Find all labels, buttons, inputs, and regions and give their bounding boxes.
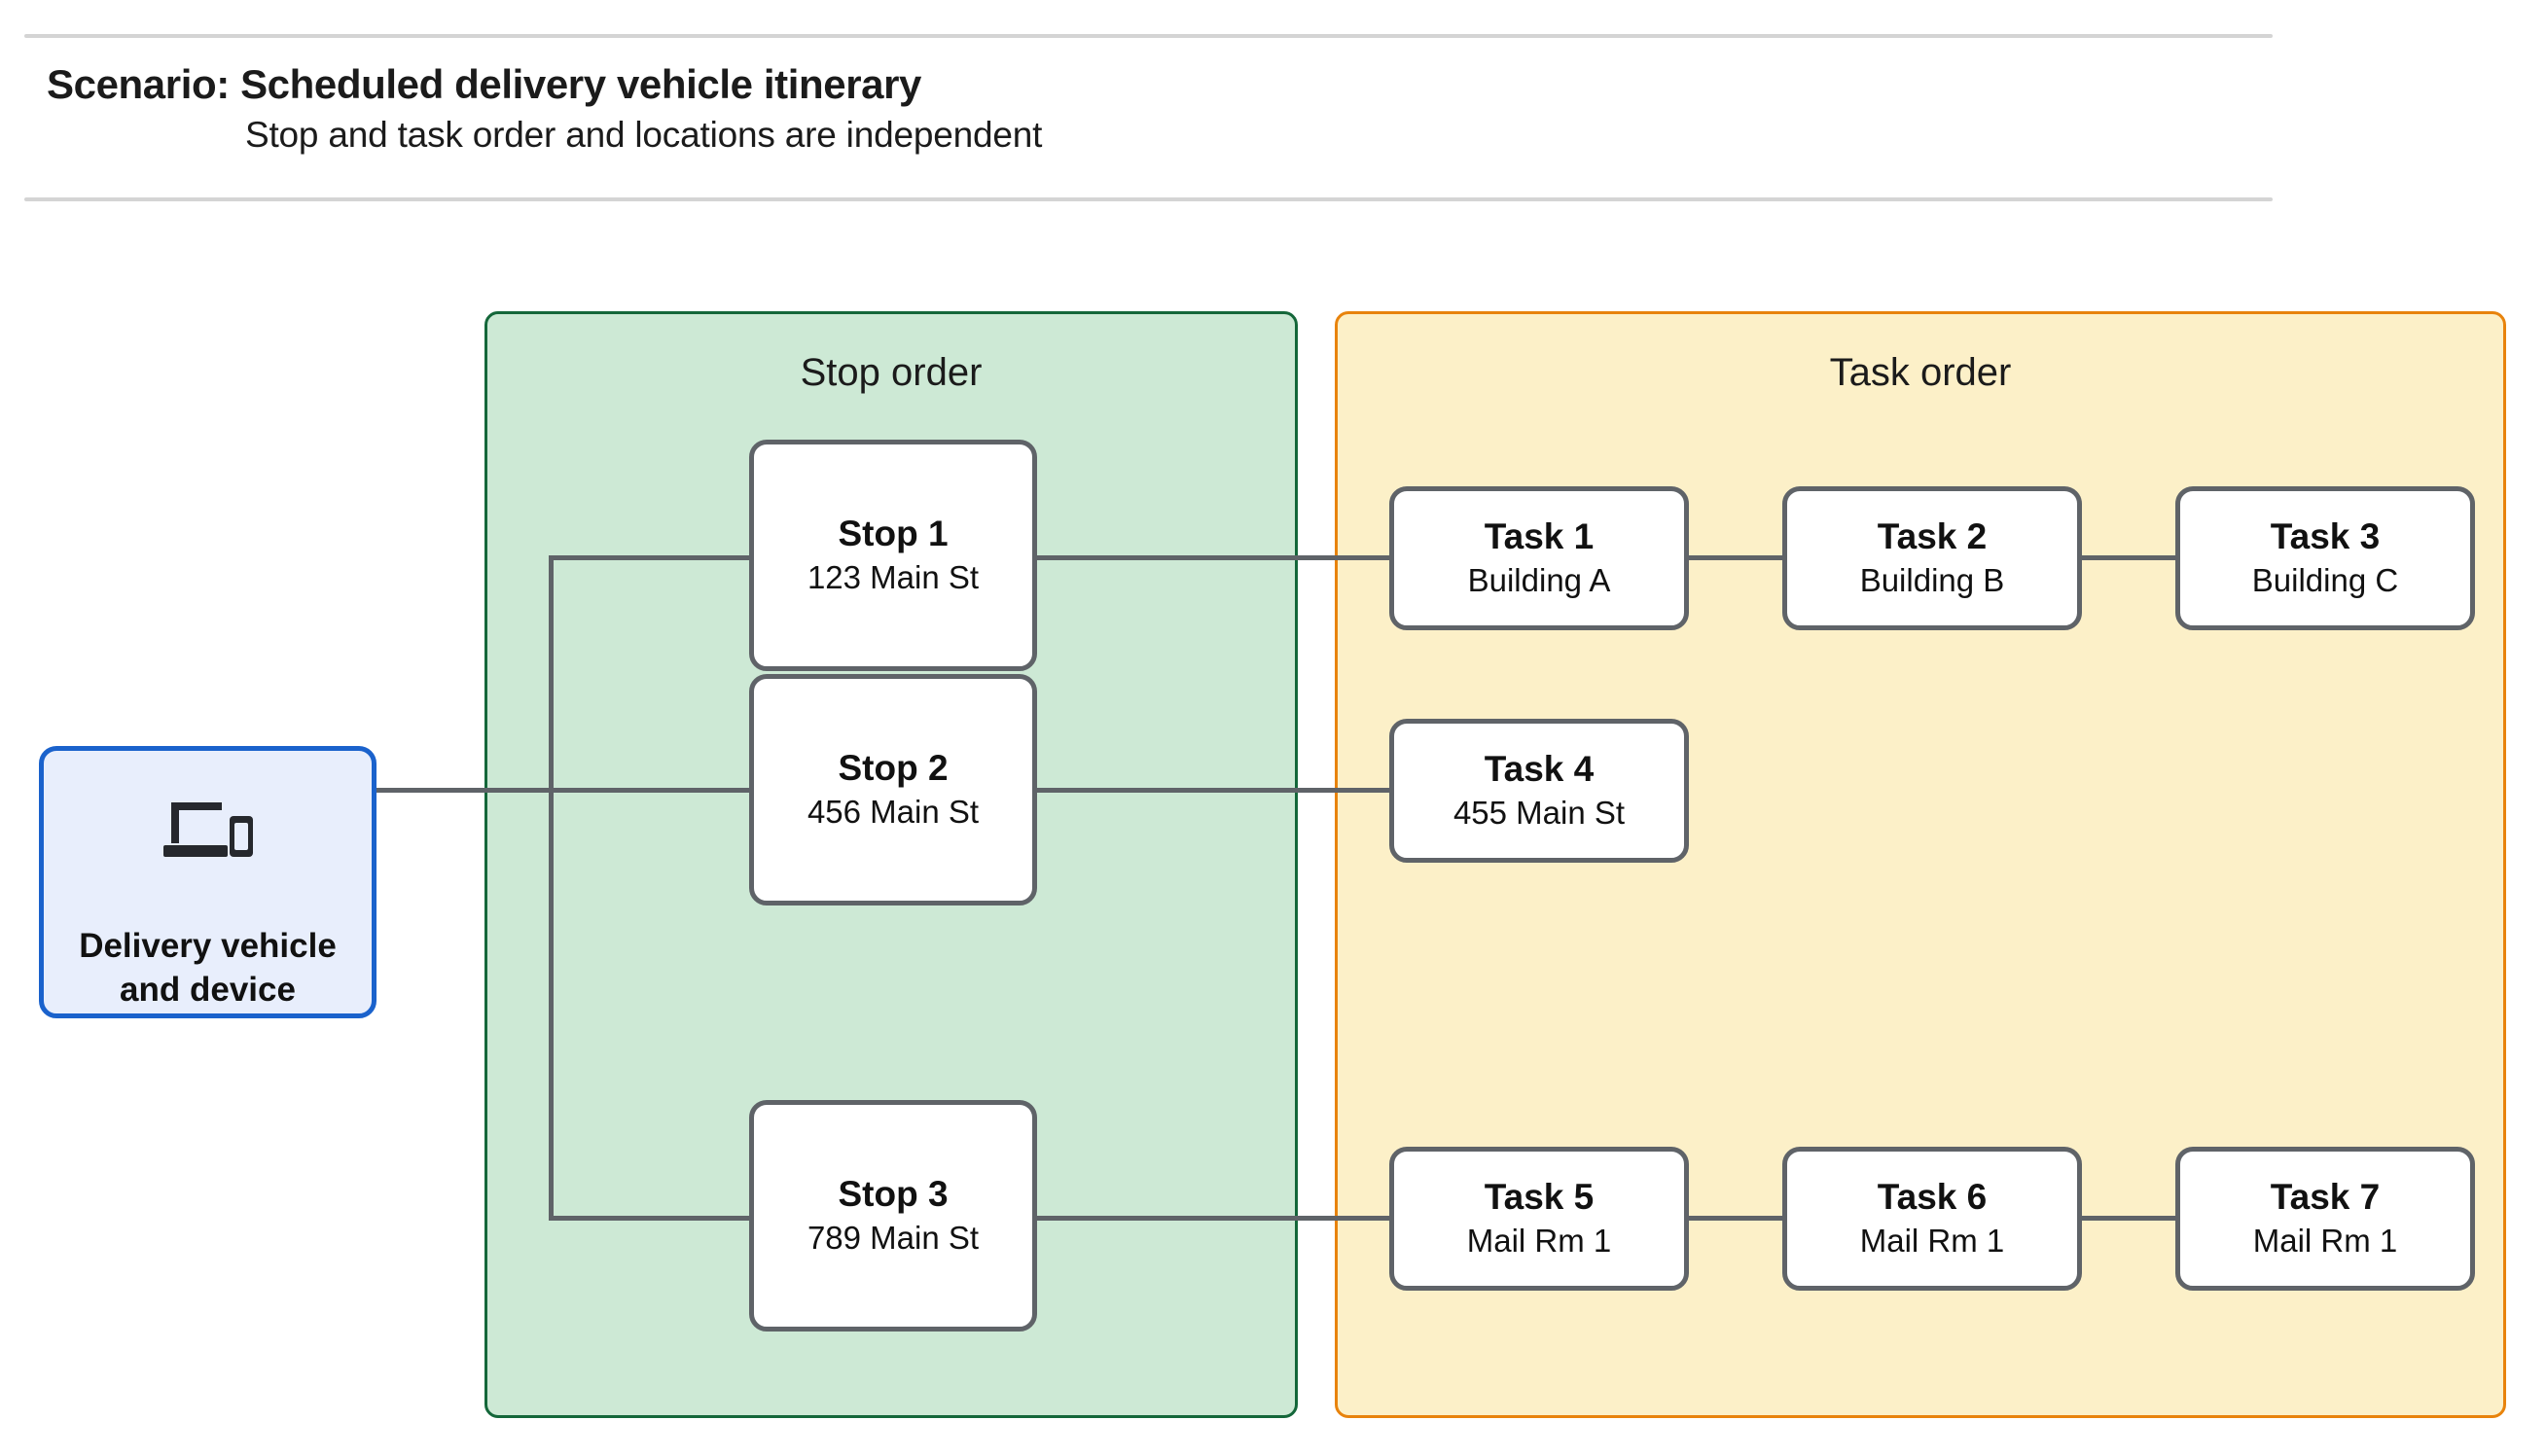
connector-trunk-to-stop-2 <box>549 788 753 793</box>
stop-node-title: Stop 3 <box>838 1173 949 1214</box>
task-node-title: Task 7 <box>2270 1176 2381 1217</box>
page-title: Scenario: Scheduled delivery vehicle iti… <box>47 61 921 107</box>
task-node-5[interactable]: Task 5 Mail Rm 1 <box>1389 1147 1689 1291</box>
task-node-4[interactable]: Task 4 455 Main St <box>1389 719 1689 863</box>
task-node-location: 455 Main St <box>1452 795 1626 832</box>
task-node-location: Mail Rm 1 <box>1859 1223 2005 1260</box>
task-node-title: Task 1 <box>1484 515 1595 556</box>
connector-task-2-to-task-3 <box>2076 555 2177 560</box>
task-node-title: Task 3 <box>2270 515 2381 556</box>
task-node-title: Task 2 <box>1877 515 1988 556</box>
connector-trunk-to-stop-1 <box>549 555 753 560</box>
stop-node-2[interactable]: Stop 2 456 Main St <box>749 674 1037 906</box>
task-node-location: Building A <box>1467 562 1611 599</box>
stop-node-1[interactable]: Stop 1 123 Main St <box>749 440 1037 671</box>
task-node-title: Task 4 <box>1484 748 1595 789</box>
task-node-title: Task 6 <box>1877 1176 1988 1217</box>
connector-task-6-to-task-7 <box>2076 1216 2177 1221</box>
connector-trunk-to-stop-3 <box>549 1216 753 1221</box>
delivery-vehicle-card[interactable]: Delivery vehicle and device <box>39 746 377 1018</box>
connector-task-1-to-task-2 <box>1683 555 1784 560</box>
delivery-vehicle-label: Delivery vehicle and device <box>79 927 337 1009</box>
stop-node-location: 789 Main St <box>807 1220 980 1257</box>
header-divider-bottom <box>24 197 2273 201</box>
task-node-location: Mail Rm 1 <box>1466 1223 1612 1260</box>
task-node-location: Building C <box>2251 562 2399 599</box>
stop-node-title: Stop 1 <box>838 513 949 553</box>
task-node-1[interactable]: Task 1 Building A <box>1389 486 1689 630</box>
connector-stop-2-to-task-4 <box>1031 788 1393 793</box>
stop-order-title: Stop order <box>800 351 983 394</box>
task-node-title: Task 5 <box>1484 1176 1595 1217</box>
task-node-7[interactable]: Task 7 Mail Rm 1 <box>2175 1147 2475 1291</box>
page-subtitle: Stop and task order and locations are in… <box>245 115 1043 155</box>
task-node-location: Building B <box>1859 562 2005 599</box>
task-order-title: Task order <box>1829 351 2012 394</box>
task-node-location: Mail Rm 1 <box>2252 1223 2398 1260</box>
devices-icon <box>161 795 255 865</box>
connector-task-5-to-task-6 <box>1683 1216 1784 1221</box>
connector-stop-1-to-task-1 <box>1031 555 1393 560</box>
task-node-2[interactable]: Task 2 Building B <box>1782 486 2082 630</box>
task-node-3[interactable]: Task 3 Building C <box>2175 486 2475 630</box>
stop-node-location: 456 Main St <box>807 794 980 831</box>
connector-stop-trunk <box>549 557 554 1221</box>
connector-stop-3-to-task-5 <box>1031 1216 1393 1221</box>
task-node-6[interactable]: Task 6 Mail Rm 1 <box>1782 1147 2082 1291</box>
stop-node-location: 123 Main St <box>807 559 980 596</box>
stop-node-title: Stop 2 <box>838 747 949 788</box>
connector-vehicle-to-trunk <box>375 788 553 793</box>
stop-node-3[interactable]: Stop 3 789 Main St <box>749 1100 1037 1332</box>
header-divider-top <box>24 34 2273 38</box>
